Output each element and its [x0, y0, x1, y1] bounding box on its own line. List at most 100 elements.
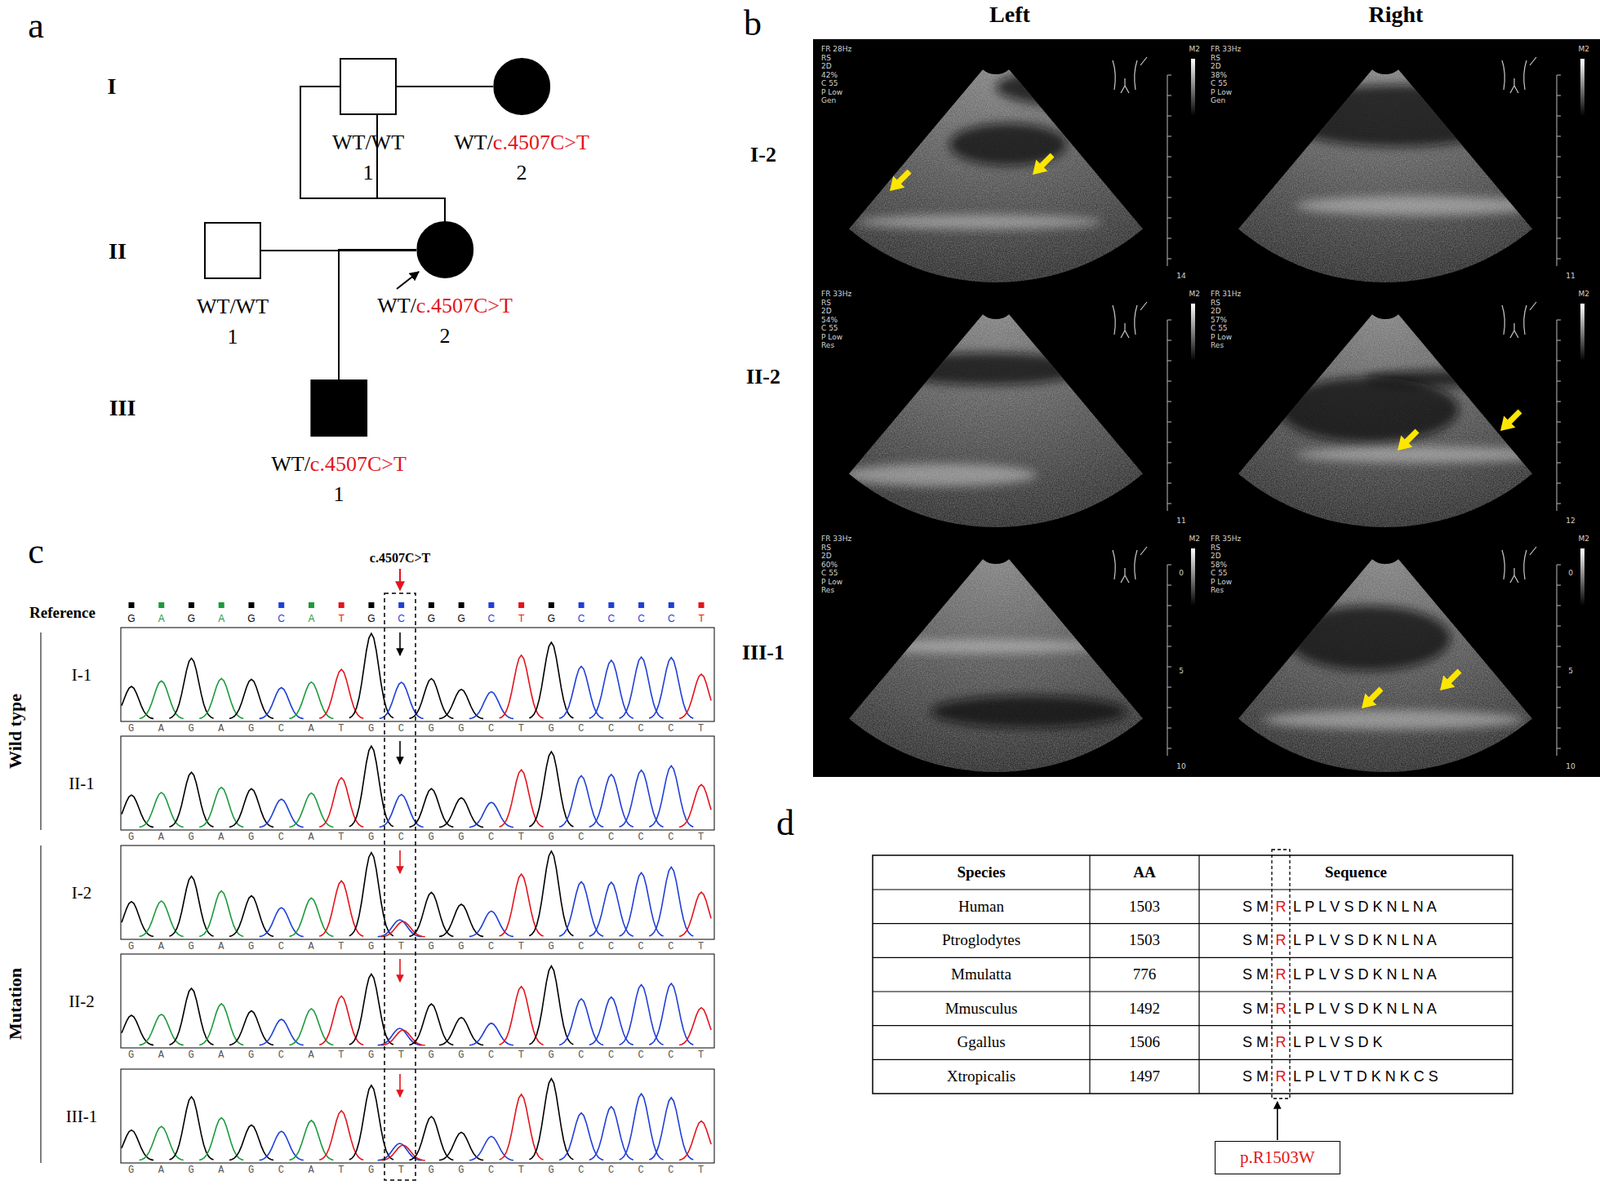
table-cell: 1503 [1128, 931, 1160, 950]
trace-peak [288, 793, 334, 828]
ultrasound-annotation: FR 28Hz [821, 44, 852, 54]
depth-tick [1556, 728, 1561, 729]
ultrasound-annotation: 5 [1568, 666, 1574, 676]
trace-peak [528, 642, 574, 719]
sequence-cell: L P L V S D K N L N A [1293, 966, 1437, 984]
body-marker-icon [1502, 302, 1537, 338]
ultrasound-annotation: M2 [1189, 44, 1201, 54]
pedigree-circle [493, 58, 550, 115]
ultrasound-annotation: 11 [1565, 271, 1575, 280]
column-header: Right [1368, 1, 1424, 28]
ultrasound-annotation: M2 [1578, 44, 1591, 54]
depth-tick [1556, 136, 1561, 138]
trace-peak [381, 921, 426, 938]
base-letter: C [637, 613, 645, 625]
depth-tick [1556, 707, 1561, 709]
speckle [1205, 287, 1594, 529]
depth-tick [1167, 136, 1172, 138]
depth-tick [1167, 462, 1172, 464]
ultrasound-annotation: C 55 [1210, 79, 1228, 88]
trace-peak [408, 1004, 454, 1045]
trace-peak [648, 983, 694, 1045]
speckle [816, 42, 1205, 285]
trace-peak [528, 851, 574, 937]
depth-tick [1167, 258, 1172, 260]
trace-peak [288, 897, 334, 937]
row-label: II-1 [68, 773, 94, 794]
ultrasound-annotation: 2D [821, 306, 832, 316]
table-cell: Mmulatta [951, 965, 1012, 984]
genotype-line: WT/c.4507C>T [453, 129, 590, 156]
base-letter: C [607, 613, 615, 625]
depth-tick [1556, 197, 1561, 199]
position-arrow [399, 1074, 401, 1098]
ultrasound-annotation: 10 [1176, 762, 1186, 771]
ultrasound-texture [1205, 42, 1594, 285]
depth-tick [1167, 340, 1172, 342]
reference-base-square [368, 602, 374, 609]
ultrasound-annotation: 60% [821, 560, 838, 569]
depth-tick [1556, 687, 1561, 689]
depth-tick [1167, 666, 1172, 668]
base-calls: G A G A G C A T G C G G C T G C C C C T [128, 723, 713, 735]
ultrasound-annotation: FR 33Hz [821, 289, 852, 298]
trace-peak [139, 792, 184, 828]
pedigree-individual: WT/c.4507C>T2 [453, 57, 590, 186]
variant-name: p.R1503W [1240, 1147, 1316, 1169]
trace-peak [528, 1079, 574, 1160]
ultrasound-annotation: 58% [1210, 560, 1227, 569]
trace-peak [349, 1085, 394, 1160]
base-letter: A [307, 613, 315, 625]
depth-tick [1556, 748, 1561, 750]
pedigree-line [338, 249, 417, 380]
ultrasound-annotation: 5 [1178, 666, 1184, 676]
tissue-region [889, 352, 1086, 386]
sequence-cell: S M [1242, 1068, 1269, 1086]
depth-tick [1167, 646, 1172, 648]
trace-frame [120, 627, 715, 722]
ultrasound-annotation: P Low [821, 577, 843, 587]
ultrasound-image [816, 42, 1205, 285]
trace-peak [121, 1015, 154, 1046]
tissue-region [1279, 377, 1459, 443]
ultrasound-annotation: RS [821, 543, 832, 552]
row-label: III-1 [66, 1106, 98, 1127]
ultrasound-annotation: Res [821, 586, 835, 595]
trace-peak [469, 692, 514, 720]
ultrasound-annotation: 2D [821, 62, 832, 71]
panel-letter: b [743, 2, 762, 45]
residue-column-box [1271, 849, 1290, 1099]
ultrasound-annotation: P Low [1210, 88, 1232, 97]
trace-peak [229, 1124, 274, 1160]
genotype-line: WT/c.4507C>T [377, 293, 513, 319]
panel-letter: d [776, 802, 795, 845]
table-cell: 1497 [1128, 1067, 1160, 1086]
sequence-cell: S M [1242, 966, 1269, 984]
base-letter: G [247, 613, 255, 625]
reference-base-square [638, 602, 645, 609]
depth-tick [1167, 75, 1172, 76]
reference-base-square [218, 602, 225, 609]
trace-peak [139, 901, 184, 938]
trace-peak [319, 880, 364, 937]
gray-bar [1580, 303, 1585, 361]
depth-tick [1167, 728, 1172, 729]
depth-tick [1167, 585, 1172, 587]
ultrasound-image [1205, 287, 1594, 529]
reference-base-square [338, 602, 345, 609]
depth-scale [1167, 320, 1169, 512]
tissue-region [857, 640, 1103, 654]
ultrasound-annotation: P Low [821, 333, 843, 342]
trace-peak [648, 765, 694, 827]
gray-bar [1191, 303, 1196, 361]
tissue-region [1295, 446, 1557, 463]
trace-peak [229, 788, 274, 827]
pedigree-line [261, 250, 339, 380]
trace-peak [469, 802, 514, 828]
trace-peak [499, 874, 544, 937]
trace-peak [349, 974, 394, 1046]
depth-tick [1556, 381, 1561, 383]
male-square [204, 222, 262, 280]
sequence-cell: L P L V T D K N K C S [1293, 1068, 1439, 1086]
row-label: II-2 [68, 991, 94, 1012]
